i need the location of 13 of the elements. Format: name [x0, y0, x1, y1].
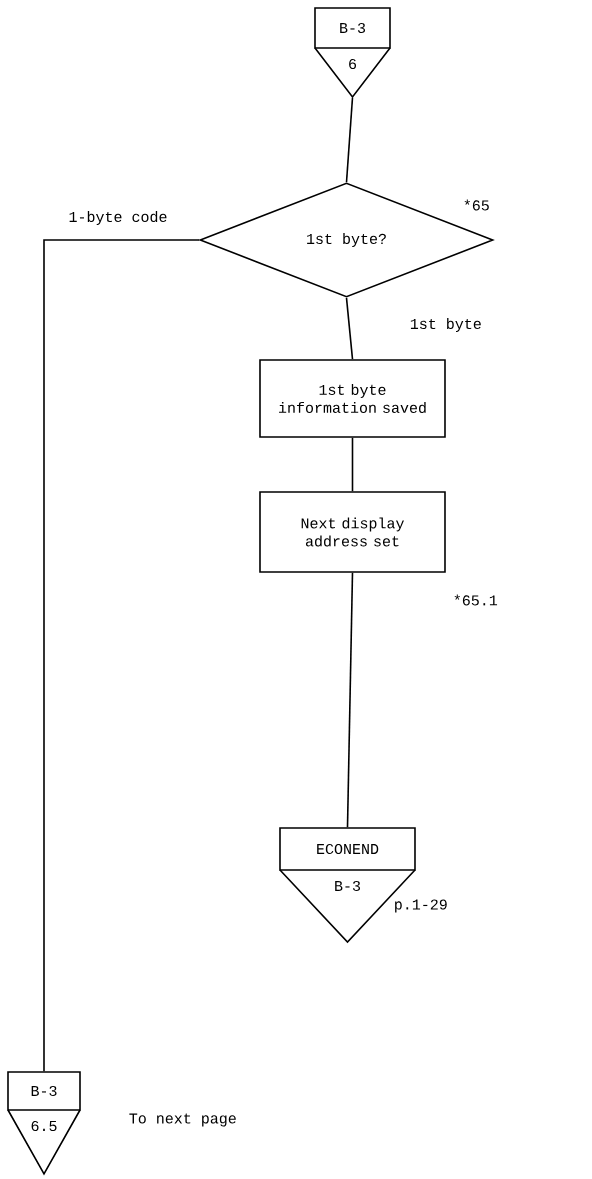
- edge-label: 1st byte: [410, 318, 481, 332]
- connector-line: [351, 437, 354, 492]
- process-box: 1st byte information saved: [259, 359, 446, 438]
- side-note: To next page: [129, 1113, 236, 1127]
- connector-line: [346, 572, 354, 828]
- connector-line: [345, 97, 354, 183]
- process-box: Next display address set: [259, 491, 446, 573]
- side-note: *65.1: [454, 594, 498, 606]
- connector-line: [43, 239, 200, 1072]
- connector-line: [345, 297, 354, 360]
- edge-label: 1-byte code: [69, 211, 167, 225]
- side-note: p.1-29: [395, 899, 447, 913]
- side-note: *65: [464, 199, 489, 211]
